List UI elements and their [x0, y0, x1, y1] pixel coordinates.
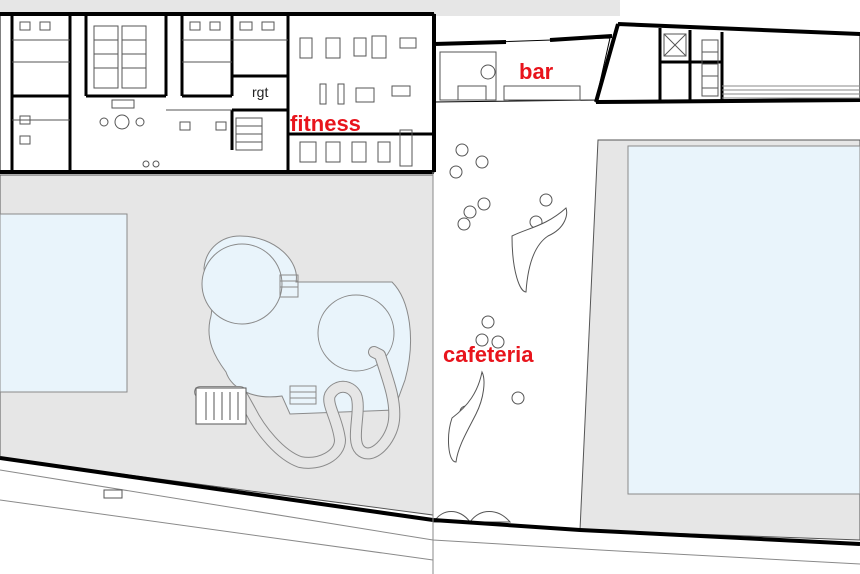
pool-steps	[279, 274, 317, 405]
main-building	[0, 12, 436, 174]
gym-equipment-icon	[299, 35, 417, 167]
toilet-icon	[19, 21, 275, 145]
pools	[0, 145, 860, 495]
slide-stair	[195, 387, 247, 425]
left-pool	[0, 213, 128, 393]
thin-partitions	[12, 25, 288, 151]
building-footprint	[0, 13, 435, 173]
pool-circle-1	[201, 243, 283, 325]
room-label-bar: bar	[519, 59, 554, 84]
stair-icon	[663, 33, 719, 97]
right-pool	[627, 145, 860, 495]
service-building	[594, 22, 860, 104]
lounger-icon	[103, 489, 123, 499]
room-label-rgt: rgt	[252, 84, 269, 100]
room-label-cafeteria: cafeteria	[443, 342, 534, 367]
room-label-fitness: fitness	[290, 111, 361, 136]
table-chair-icon	[99, 99, 160, 168]
cafeteria-furniture	[433, 143, 568, 523]
site-boundary	[0, 172, 860, 574]
bench-icon	[511, 207, 568, 293]
